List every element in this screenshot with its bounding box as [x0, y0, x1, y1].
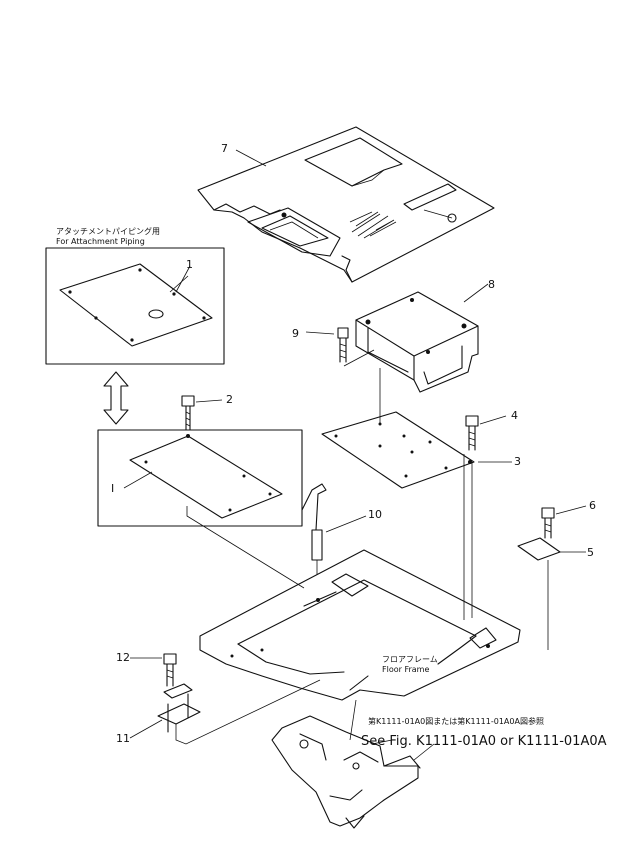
floor-frame-label-jp: フロアフレーム: [382, 655, 438, 664]
label-part-1: 1: [186, 258, 193, 271]
inset-title-jp: アタッチメントパイピング用: [56, 226, 160, 236]
label-part-9: 9: [292, 327, 299, 340]
bracket-part-11: [157, 679, 321, 745]
label-part-11: 11: [116, 732, 130, 745]
label-part-10: 10: [368, 508, 382, 521]
leader-lines: [123, 149, 587, 761]
inset-title-en: For Attachment Piping: [56, 237, 145, 246]
floor-frame-label-en: Floor Frame: [382, 665, 429, 674]
label-part-5: 5: [587, 546, 594, 559]
reference-text-jp: 第K1111-01A0図または第K1111-01A0A図参照: [368, 716, 544, 726]
label-ref-i: I: [111, 482, 114, 495]
label-part-3: 3: [514, 455, 521, 468]
bolt-part-6: [541, 507, 555, 539]
bolt-part-9: [337, 327, 375, 367]
interchange-arrow: [103, 371, 129, 425]
cover-plate-inset: [97, 429, 303, 527]
bracket-part-8: [355, 291, 479, 393]
lower-frame-assembly: [271, 699, 421, 829]
floor-mat-part-7: [197, 126, 495, 283]
floor-frame: [186, 454, 521, 701]
attachment-piping-inset: [45, 247, 225, 365]
bolt-part-4: [465, 415, 479, 451]
bolt-part-2: [181, 395, 195, 431]
label-part-6: 6: [589, 499, 596, 512]
label-part-8: 8: [488, 278, 495, 291]
plate-part-5: [517, 537, 561, 650]
plate-part-3: [321, 368, 475, 489]
reference-text-en: See Fig. K1111-01A0 or K1111-01A0A: [361, 734, 607, 749]
label-part-4: 4: [511, 409, 518, 422]
label-part-7: 7: [221, 142, 228, 155]
label-part-12: 12: [116, 651, 130, 664]
label-part-2: 2: [226, 393, 233, 406]
bolt-part-12: [163, 653, 177, 687]
